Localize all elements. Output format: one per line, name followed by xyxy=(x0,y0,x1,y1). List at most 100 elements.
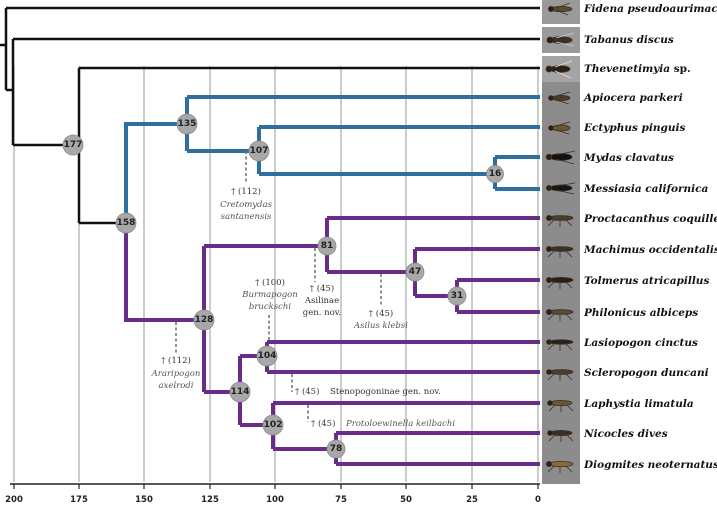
tick-label: 0 xyxy=(535,495,541,505)
node-markers xyxy=(62,113,504,459)
node-label: 128 xyxy=(195,315,214,325)
branch xyxy=(124,223,204,322)
fossil-age: † (100) xyxy=(255,277,285,288)
taxon-label: Tolmerus atricapillus xyxy=(584,275,709,287)
photo-strip-background xyxy=(542,62,580,484)
fly-icon xyxy=(546,369,574,381)
fossil-name: axelrodi xyxy=(159,381,194,391)
fossil-name: gen. nov. xyxy=(303,308,341,318)
node-label: 81 xyxy=(321,241,334,251)
taxon-labels: Fidena pseudoaurimaculata Tabanus discus… xyxy=(583,3,717,471)
node-circle xyxy=(262,414,284,436)
fossil-age: † (45) xyxy=(369,308,393,319)
tick-label: 75 xyxy=(335,495,347,505)
fly-icon xyxy=(545,60,573,79)
node-circle xyxy=(447,286,467,306)
tick-label: 200 xyxy=(5,495,23,505)
blue-clade-branches xyxy=(124,95,540,223)
taxon-label: Philonicus albiceps xyxy=(583,307,698,319)
node-circle xyxy=(256,345,278,367)
node-label: 31 xyxy=(451,291,464,301)
fly-icon xyxy=(545,150,576,165)
fossil-age: † (112) xyxy=(161,355,191,366)
tick-label: 125 xyxy=(201,495,219,505)
tick-label: 100 xyxy=(266,495,284,505)
tick-label: 175 xyxy=(70,495,88,505)
node-label: 107 xyxy=(250,146,269,156)
fly-icon xyxy=(548,91,571,105)
node-circle xyxy=(405,262,425,282)
node-circle xyxy=(229,381,251,403)
outgroup-branches xyxy=(0,6,540,225)
fly-icon xyxy=(548,121,571,135)
node-label: 102 xyxy=(264,420,283,430)
fly-icon xyxy=(546,339,574,351)
node-label: 135 xyxy=(178,119,197,129)
taxon-label: Messiasia californica xyxy=(583,183,709,195)
node-circle xyxy=(115,212,137,234)
fossil-name: Asilus klebsi xyxy=(353,321,408,331)
fossil-cretomydas: † (112) Cretomydas santanensis xyxy=(220,186,273,222)
taxon-label: Fidena pseudoaurimaculata xyxy=(583,3,717,15)
taxon-label: Nicocles dives xyxy=(583,428,668,440)
time-axis: 200 175 150 125 100 75 50 25 0 xyxy=(5,483,541,505)
fossil-age: † (112) xyxy=(231,186,261,197)
taxon-label: Scleropogon duncani xyxy=(584,367,709,379)
fossil-name: bruckschi xyxy=(249,302,291,312)
fly-icon xyxy=(548,2,573,16)
node-label: 114 xyxy=(231,387,250,397)
fossil-asilus: † (45) Asilus klebsi xyxy=(353,308,408,331)
fossil-stenopogoninae: † (45) Stenopogoninae gen. nov. xyxy=(295,386,441,397)
fossil-name: Burmapogon xyxy=(241,290,298,300)
fossil-age: † (45) xyxy=(310,283,334,294)
node-label: 104 xyxy=(258,351,277,361)
node-label: 78 xyxy=(330,444,343,454)
node-circle xyxy=(317,236,337,256)
fly-icon xyxy=(546,182,576,195)
taxon-label: Apiocera parkeri xyxy=(583,92,683,104)
taxon-label: Thevenetimyia sp. xyxy=(584,63,691,75)
fossil-burmapogon: † (100) Burmapogon bruckschi xyxy=(241,277,298,312)
node-circle xyxy=(62,134,84,156)
node-labels: 177 158 135 107 16 128 81 47 31 114 104 … xyxy=(64,119,502,454)
taxon-label: Diogmites neoternatus xyxy=(583,459,717,471)
taxon-label: Proctacanthus coquilletti xyxy=(583,213,717,225)
taxon-label: Tabanus discus xyxy=(584,34,674,46)
fly-icon xyxy=(546,214,574,227)
branch xyxy=(124,122,187,223)
fly-icon xyxy=(546,308,574,321)
fly-icon xyxy=(547,399,574,412)
fly-icon xyxy=(546,460,574,473)
fossil-name: Protoloewinella keilbachi xyxy=(345,419,455,429)
node-label: 158 xyxy=(117,218,136,228)
fossil-name: Cretomydas xyxy=(220,200,273,210)
fly-icon xyxy=(546,276,574,289)
fossil-araripogon: † (112) Araripogon axelrodi xyxy=(151,355,201,391)
fossil-age: † (45) xyxy=(295,386,319,397)
fossil-age: † (45) xyxy=(311,418,335,429)
fly-icon xyxy=(547,429,574,442)
fossil-asilinae: † (45) Asilinae gen. nov. xyxy=(303,283,341,318)
fly-icon xyxy=(546,32,575,47)
taxon-label: Laphystia limatula xyxy=(583,398,694,410)
node-circle xyxy=(248,140,270,162)
node-label: 47 xyxy=(409,267,422,277)
taxon-label: Ectyphus pinguis xyxy=(583,122,685,134)
fly-silhouettes xyxy=(545,2,576,473)
tick-label: 150 xyxy=(135,495,153,505)
taxon-label: Lasiopogon cinctus xyxy=(583,337,698,349)
node-circle xyxy=(486,165,504,183)
node-circle xyxy=(193,309,215,331)
fossil-name: Stenopogoninae gen. nov. xyxy=(330,387,441,397)
fly-icon xyxy=(546,245,574,258)
tick-label: 25 xyxy=(466,495,478,505)
taxon-label: Machimus occidentalis xyxy=(583,244,717,256)
fossil-name: Araripogon xyxy=(151,369,201,379)
fossil-name: santanensis xyxy=(221,212,272,222)
specimen-photo-strip xyxy=(542,0,580,484)
fossil-markers xyxy=(175,151,382,422)
fossil-protoloewinella: † (45) Protoloewinella keilbachi xyxy=(311,418,455,429)
tick-label: 50 xyxy=(400,495,412,505)
node-circle xyxy=(176,113,198,135)
